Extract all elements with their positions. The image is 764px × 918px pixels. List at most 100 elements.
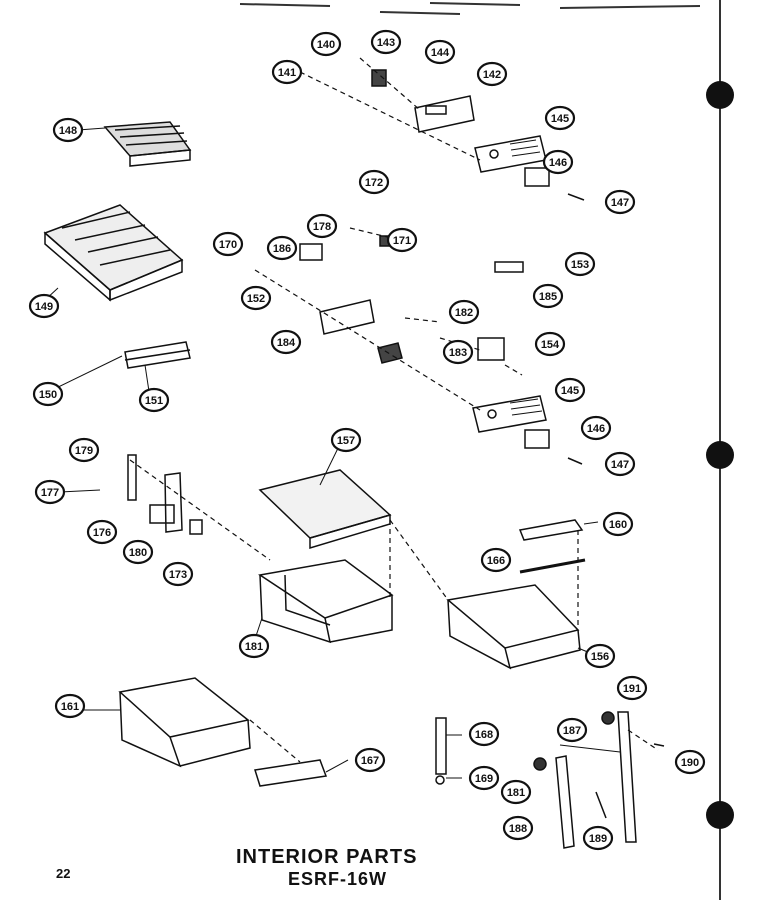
meat-pan-156: [446, 584, 581, 670]
title-text: INTERIOR PARTS: [236, 846, 418, 868]
page-title: INTERIOR PARTS ESRF-16W: [236, 846, 436, 890]
callout-bubble: [271, 59, 303, 85]
callout-150: 150: [32, 381, 64, 407]
shelf-rail: [124, 341, 191, 369]
vegetable-pan-161: [118, 677, 251, 768]
crisper-pan-181: [258, 559, 394, 644]
callout-label: 140: [317, 39, 335, 51]
callout-154: 154: [534, 331, 566, 357]
callout-bubble: [580, 415, 612, 441]
callout-label: 190: [681, 757, 699, 769]
callout-bubble: [442, 339, 474, 365]
callout-label: 182: [455, 307, 473, 319]
callout-label: 184: [277, 337, 296, 349]
callout-label: 161: [61, 701, 79, 713]
callout-151: 151: [138, 387, 170, 413]
callout-156: 156: [584, 643, 616, 669]
callout-bubble: [212, 231, 244, 257]
callout-bubble: [386, 227, 418, 253]
callout-label: 186: [273, 243, 291, 255]
callout-label: 183: [449, 347, 467, 359]
callout-bubble: [556, 717, 588, 743]
callout-label: 191: [623, 683, 641, 695]
callout-label: 147: [611, 197, 629, 209]
callout-bubble: [500, 779, 532, 805]
callout-label: 187: [563, 725, 581, 737]
callout-bubble: [68, 437, 100, 463]
callout-182: 182: [448, 299, 480, 325]
callout-142: 142: [476, 61, 508, 87]
model-number: ESRF-16W: [288, 869, 388, 889]
callout-bubble: [270, 329, 302, 355]
callout-bubble: [330, 427, 362, 453]
callout-bubble: [674, 749, 706, 775]
leader-lines: [129, 57, 659, 763]
callout-178: 178: [306, 213, 338, 239]
callout-label: 153: [571, 259, 589, 271]
callout-191: 191: [616, 675, 648, 701]
callout-171: 171: [386, 227, 418, 253]
crisper-cover: [258, 469, 392, 550]
callout-bubble: [138, 387, 170, 413]
callout-146: 146: [542, 149, 574, 175]
callout-label: 147: [611, 459, 629, 471]
callout-label: 142: [483, 69, 501, 81]
callout-183: 183: [442, 339, 474, 365]
callout-label: 180: [129, 547, 147, 559]
callout-bubble: [602, 511, 634, 537]
callout-bubble: [52, 117, 84, 143]
callout-label: 168: [475, 729, 493, 741]
callout-145: 145: [554, 377, 586, 403]
callout-176: 176: [86, 519, 118, 545]
callout-bubble: [448, 299, 480, 325]
callout-161: 161: [54, 693, 86, 719]
callout-label: 188: [509, 823, 527, 835]
callout-170: 170: [212, 231, 244, 257]
callout-145: 145: [544, 105, 576, 131]
callout-label: 181: [507, 787, 525, 799]
freezer-shelf: [43, 204, 184, 302]
callout-bubble: [358, 169, 390, 195]
callout-bubble: [502, 815, 534, 841]
callout-bubble: [468, 765, 500, 791]
callout-157: 157: [330, 427, 362, 453]
callout-140: 140: [310, 31, 342, 57]
callout-bubble: [354, 747, 386, 773]
callout-bubble: [28, 293, 60, 319]
callout-bubble: [544, 105, 576, 131]
callout-label: 146: [549, 157, 567, 169]
callout-184: 184: [270, 329, 302, 355]
callout-bubble: [604, 189, 636, 215]
callout-172: 172: [358, 169, 390, 195]
callout-label: 145: [551, 113, 569, 125]
callout-bubble: [306, 213, 338, 239]
callout-bubble: [34, 479, 66, 505]
callout-bubble: [162, 561, 194, 587]
scan-edge-top: [239, 0, 721, 900]
callout-bubble: [564, 251, 596, 277]
callout-bubble: [468, 721, 500, 747]
callout-149: 149: [28, 293, 60, 319]
callout-187: 187: [556, 717, 588, 743]
ice-tray: [103, 121, 192, 167]
callout-152: 152: [240, 285, 272, 311]
callout-180: 180: [122, 539, 154, 565]
bracket-assembly: [127, 454, 203, 535]
page-number: 22: [56, 866, 71, 881]
callout-label: 178: [313, 221, 331, 233]
callout-bubble: [532, 283, 564, 309]
callout-bubble: [240, 285, 272, 311]
callout-label: 176: [93, 527, 111, 539]
callout-bubble: [480, 547, 512, 573]
callout-bubble: [32, 381, 64, 407]
callout-label: 185: [539, 291, 557, 303]
callout-147: 147: [604, 189, 636, 215]
callout-185: 185: [532, 283, 564, 309]
callout-bubble: [54, 693, 86, 719]
callout-bubble: [554, 377, 586, 403]
callout-148: 148: [52, 117, 84, 143]
callout-169: 169: [468, 765, 500, 791]
callout-bubble: [604, 451, 636, 477]
